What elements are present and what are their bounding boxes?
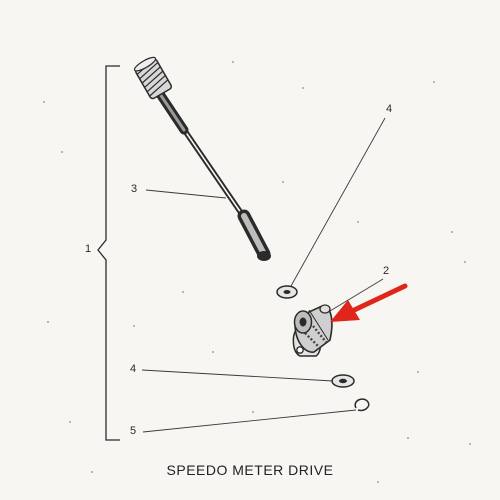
drive-housing — [292, 304, 333, 357]
drive-cable-shaft — [155, 89, 271, 261]
callout-1: 1 — [85, 243, 92, 255]
lower-washer — [331, 374, 355, 388]
leader-housing — [329, 278, 384, 312]
callout-4-top: 4 — [386, 103, 393, 115]
spiral-gear — [133, 56, 173, 100]
red-pointer-arrow — [330, 283, 408, 322]
leader-lines — [141, 117, 386, 433]
leader-washer-bottom — [141, 369, 334, 382]
circlip — [354, 398, 370, 412]
callout-2: 2 — [383, 265, 390, 277]
leader-cable — [145, 189, 227, 199]
leader-circlip — [142, 409, 357, 433]
assembly-bracket — [97, 65, 120, 441]
diagram-caption: SPEEDO METER DRIVE — [166, 462, 334, 478]
callout-5: 5 — [130, 425, 137, 437]
leader-washer-top — [290, 117, 386, 287]
print-specks — [43, 61, 471, 483]
upper-washer — [276, 285, 298, 299]
callout-3: 3 — [131, 183, 138, 195]
callout-4-bottom: 4 — [130, 363, 137, 375]
